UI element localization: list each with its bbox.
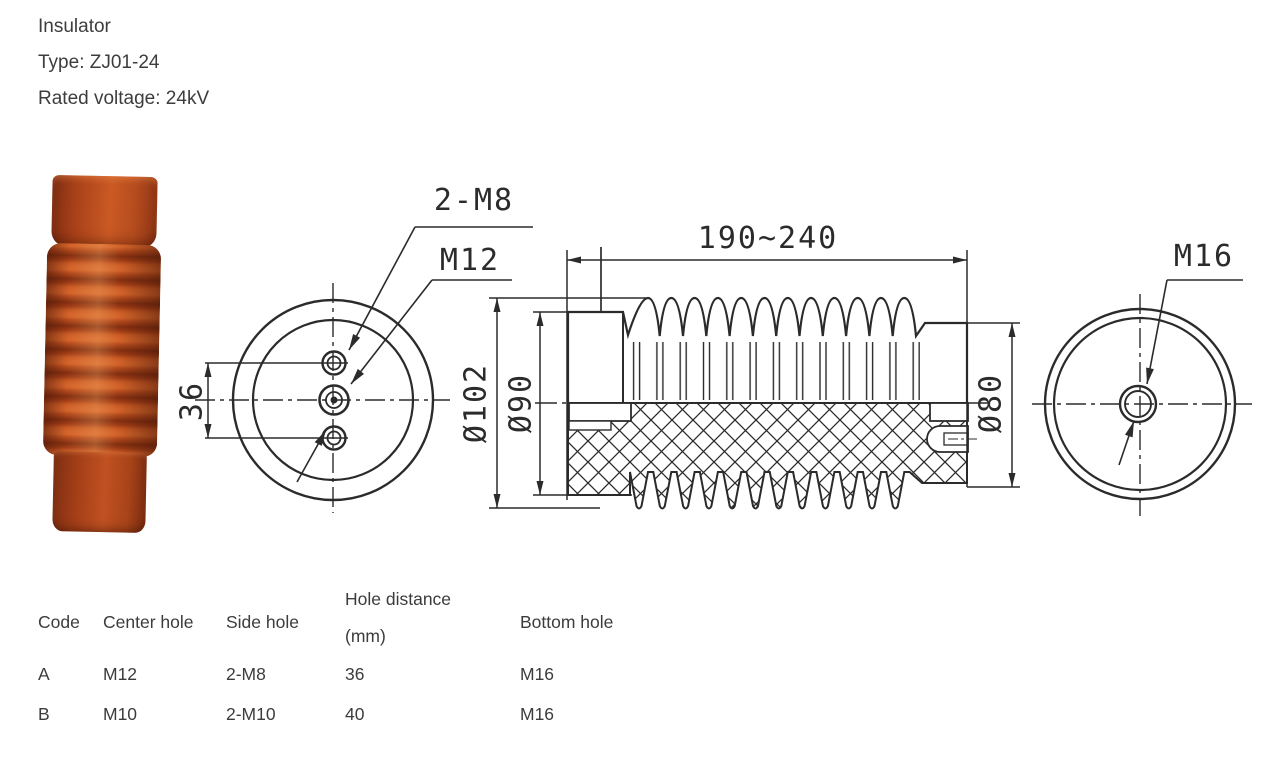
bottom-view: M16 xyxy=(1032,239,1252,516)
col-header-bottom-hole: Bottom hole xyxy=(520,612,614,632)
cell-code: A xyxy=(38,664,50,684)
bottom-hole-leader xyxy=(1118,279,1243,466)
side-hole-label: 2-M8 xyxy=(434,183,514,218)
cell-center-hole: M10 xyxy=(103,704,138,724)
shed-dia-label: Ø90 xyxy=(504,373,539,433)
center-hole-section xyxy=(568,402,632,431)
product-voltage: Rated voltage: 24kV xyxy=(38,88,210,109)
product-type: Type: ZJ01-24 xyxy=(38,52,160,73)
length-dimension xyxy=(566,250,968,500)
outer-dia-label: Ø102 xyxy=(459,363,494,443)
col-header-center-hole: Center hole xyxy=(103,612,194,632)
product-title: Insulator xyxy=(38,16,111,37)
col-header-side-hole: Side hole xyxy=(226,612,299,632)
bottom-hole-section xyxy=(926,402,980,453)
col-header-hole-distance-unit: (mm) xyxy=(345,626,386,646)
col-header-hole-distance: Hole distance xyxy=(345,589,452,609)
hole-distance-label: 36 xyxy=(175,381,210,421)
section-upper-profile xyxy=(566,296,969,403)
length-label: 190~240 xyxy=(698,221,838,256)
front-view: 36 2-M8 M12 xyxy=(175,183,533,513)
rib-stems xyxy=(630,342,920,400)
end-dia-dimension xyxy=(967,322,1020,488)
bottom-hole-label: M16 xyxy=(1174,239,1234,274)
cell-side-hole: 2-M10 xyxy=(226,704,276,724)
section-view: 190~240 Ø102 Ø90 Ø80 xyxy=(459,221,1020,510)
center-hole-label: M12 xyxy=(440,243,500,278)
cell-bottom-hole: M16 xyxy=(520,664,555,684)
col-header-code: Code xyxy=(38,612,80,632)
end-dia-label: Ø80 xyxy=(974,373,1009,433)
shed-dia-dimension xyxy=(533,311,632,496)
side-hole-leader xyxy=(296,226,533,483)
center-hole-leader xyxy=(350,279,512,385)
cell-hole-distance: 40 xyxy=(345,704,365,724)
cell-center-hole: M12 xyxy=(103,664,138,684)
cell-code: B xyxy=(38,704,50,724)
cell-side-hole: 2-M8 xyxy=(226,664,266,684)
bottom-hole xyxy=(1118,384,1158,424)
cell-hole-distance: 36 xyxy=(345,664,365,684)
center-hole xyxy=(318,384,350,416)
hole-distance-dimension xyxy=(204,362,348,439)
section-hatched-body xyxy=(567,402,968,510)
cell-bottom-hole: M16 xyxy=(520,704,555,724)
outer-dia-dimension xyxy=(489,297,646,509)
